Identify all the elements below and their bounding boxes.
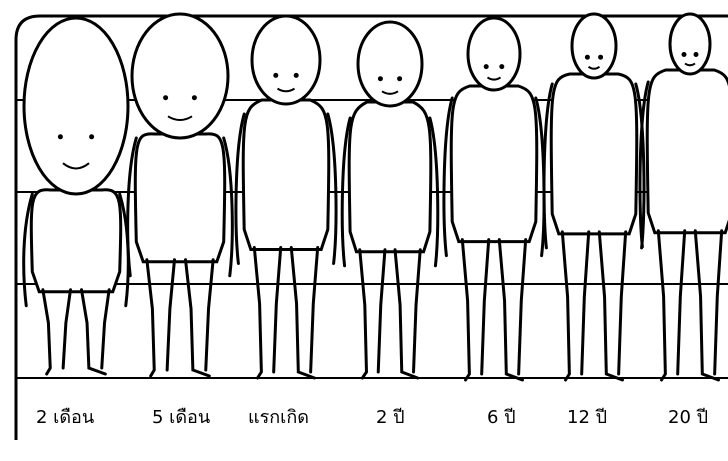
figure-torso: [647, 70, 728, 233]
figure-leg: [147, 260, 175, 376]
figure-eye: [585, 55, 590, 60]
figure-label: 2 ปี: [376, 406, 405, 430]
figure-eye: [682, 52, 687, 57]
figure-label: 12 ปี: [567, 406, 607, 430]
figure-2: [128, 14, 233, 376]
figure-leg: [254, 248, 280, 379]
figure-7: [640, 14, 728, 380]
figure-eye: [192, 95, 197, 100]
figure-5: [444, 18, 544, 380]
figure-4: [342, 22, 438, 378]
figure-eye: [598, 55, 603, 60]
figure-torso: [31, 190, 120, 292]
figure-eye: [273, 73, 278, 78]
figure-torso: [451, 86, 537, 242]
figure-1: [24, 18, 129, 374]
figure-leg: [562, 232, 588, 380]
figure-eye: [163, 95, 168, 100]
figure-leg: [499, 240, 525, 380]
figure-torso: [243, 100, 329, 250]
figure-label: แรกเกิด: [248, 406, 309, 430]
figure-eye: [89, 134, 94, 139]
figure-leg: [291, 248, 317, 379]
figure-eye: [499, 64, 504, 69]
figure-eye: [294, 73, 299, 78]
figure-6: [544, 14, 644, 380]
figure-eye: [58, 134, 63, 139]
figure-label: 6 ปี: [487, 406, 516, 430]
figure-leg: [462, 240, 488, 380]
figure-leg: [658, 231, 684, 380]
figure-leg: [360, 250, 385, 378]
figure-eye: [694, 52, 699, 57]
figure-label: 20 ปี: [668, 406, 708, 430]
figure-torso: [349, 102, 431, 252]
figure-leg: [695, 231, 721, 380]
figure-leg: [395, 250, 420, 378]
figure-label: 2 เดือน: [36, 406, 94, 430]
figure-leg: [43, 290, 71, 374]
figure-eye: [484, 64, 489, 69]
figure-torso: [551, 74, 637, 234]
figure-leg: [82, 290, 110, 374]
figure-eye: [378, 76, 383, 81]
figure-eye: [397, 76, 402, 81]
figure-torso: [135, 134, 224, 262]
figure-label: 5 เดือน: [152, 406, 210, 430]
figure-leg: [186, 260, 214, 376]
figure-leg: [599, 232, 625, 380]
figure-3: [236, 16, 336, 378]
